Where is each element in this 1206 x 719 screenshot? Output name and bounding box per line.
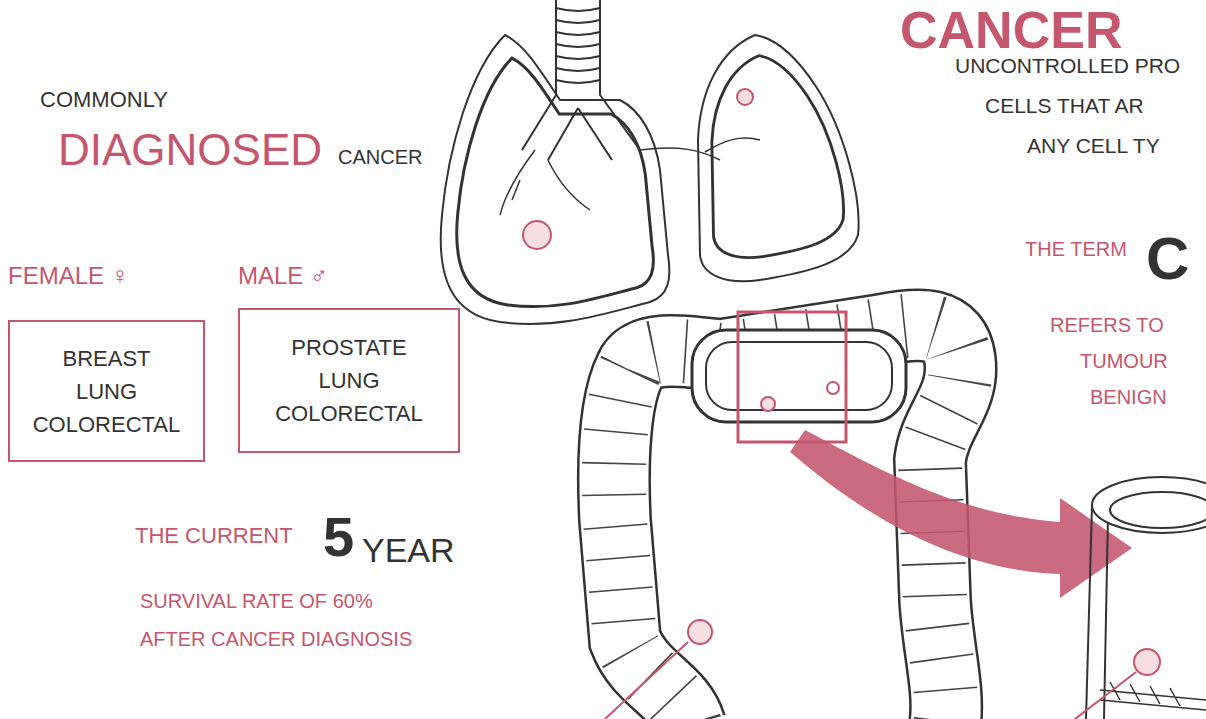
box-border: PROSTATELUNGCOLORECTAL [238,308,460,453]
tracheal-rings [556,8,600,83]
lung-outline [698,35,859,281]
lung-tumour [523,221,551,249]
group-heading: FEMALE ♀ [8,262,205,290]
cylinder-inner [1110,492,1206,528]
list-item: BREAST [62,342,150,375]
cylinder-top [1092,477,1206,533]
list-item: COLORECTAL [33,408,181,441]
trachea [522,0,640,160]
right-lung [640,35,859,281]
colon-polyp [688,620,712,644]
cylinder-wall [1086,505,1108,719]
definition-text: ANY CELL TY [1027,134,1160,157]
airway-outline [522,0,640,160]
bronchi [640,138,760,160]
cross-section [1075,477,1206,719]
highlighted-segment [692,312,906,442]
colon-polyp [827,382,839,394]
definition-text: CELLS THAT AR [985,94,1144,117]
list-item: LUNG [76,375,137,408]
heading-text: CANCER [338,146,422,168]
highlight-frame [738,312,846,442]
list-item: PROSTATE [291,331,406,364]
list-item: COLORECTAL [275,397,423,430]
left-lung [441,35,670,324]
pleura-outline [457,58,654,307]
tumour [1134,649,1160,675]
lung-tumour [737,89,753,105]
bronchi [500,150,590,215]
zoom-arrow [790,430,1132,598]
heading-text: COMMONLY [40,88,168,112]
note-text: SURVIVAL RATE OF 60% [140,590,373,612]
note-text: AFTER CANCER DIAGNOSIS [140,628,412,650]
group-heading: MALE ♂ [238,262,460,290]
tissue-hatching [1100,682,1206,710]
lung-outline [441,35,670,324]
colon-polyp [761,397,775,411]
pleura-outline [712,56,844,258]
segment-outline [692,330,906,422]
note-text: THE CURRENT [135,524,293,548]
note-text: THE TERM [1025,238,1127,260]
list-box: MALE ♂ PROSTATELUNGCOLORECTAL [238,262,460,453]
leader-line [605,642,688,719]
title: CANCER [900,2,1122,59]
note-text: REFERS TO [1050,314,1164,336]
big-number: 5 [323,506,354,568]
note-text: BENIGN [1090,386,1167,408]
definition-text: UNCONTROLLED PRO [955,54,1180,77]
list-box: FEMALE ♀ BREASTLUNGCOLORECTAL [8,262,205,462]
segment-inner [706,342,892,410]
note-text: TUMOUR [1080,350,1168,372]
big-letter: C [1146,226,1189,292]
heading-text: DIAGNOSED [58,126,322,174]
leader-line [1075,672,1136,719]
list-item: LUNG [318,364,379,397]
box-border: BREASTLUNGCOLORECTAL [8,320,205,462]
note-text: YEAR [362,532,455,569]
